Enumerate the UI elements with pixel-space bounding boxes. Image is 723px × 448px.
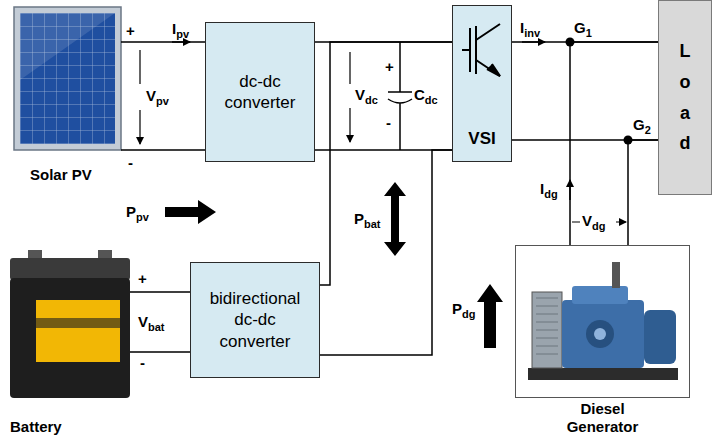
terminal-sign: - <box>386 114 391 131</box>
terminal-sign: + <box>385 58 394 75</box>
subscript: bat <box>148 321 165 333</box>
subscript: pv <box>176 28 189 40</box>
voltage-label: Vdg <box>582 212 605 229</box>
terminal-sign: - <box>140 354 145 371</box>
wire-segment <box>570 42 658 245</box>
terminal-sign: + <box>126 22 135 39</box>
pdg-power-arrow <box>477 284 503 348</box>
node-name: G2 <box>633 116 651 133</box>
pbat-power-arrow <box>384 182 406 256</box>
subscript: inv <box>524 27 540 39</box>
node-fill <box>452 5 512 162</box>
current-label: Ipv <box>172 20 189 37</box>
subscript: dc <box>425 94 438 106</box>
component-name: Solar PV <box>30 166 92 183</box>
subscript: dg <box>592 220 605 232</box>
node-label: Load <box>676 36 694 158</box>
wire-segment <box>628 140 658 245</box>
subscript: 1 <box>586 27 592 39</box>
node-fill <box>658 0 712 195</box>
power-label: Ppv <box>126 203 149 220</box>
component-name: Battery <box>10 418 62 435</box>
pv-wire <box>121 42 205 150</box>
ipv-arrow <box>172 41 190 43</box>
terminal-sign: - <box>128 154 133 171</box>
voltage-label: Vbat <box>138 313 165 330</box>
component-name: Cdc <box>414 86 438 103</box>
inverter-box: VSI <box>452 5 512 162</box>
node-caption: Diesel Generator <box>551 400 654 436</box>
power-wire <box>315 42 452 150</box>
power-label: Pdg <box>452 300 475 317</box>
generator-box: Diesel Generator <box>515 245 690 398</box>
vdc-arrow <box>349 52 350 142</box>
load-box: Load <box>658 0 712 195</box>
solar-panel <box>14 7 121 150</box>
node-label: bidirectional dc-dc converter <box>197 288 313 352</box>
vpv-arrow <box>139 50 140 144</box>
subscript: 2 <box>645 124 651 136</box>
node-fill <box>205 22 315 162</box>
subscript: dg <box>462 308 475 320</box>
node-name: G1 <box>574 19 592 36</box>
node-label: VSI <box>468 129 495 155</box>
power-wire <box>320 42 452 355</box>
subscript: pv <box>136 211 149 223</box>
power-wire <box>512 42 658 140</box>
battery-wire <box>130 292 190 352</box>
igbt-symbol <box>462 24 500 76</box>
power-label: Pbat <box>354 210 381 227</box>
ppv-power-arrow <box>165 200 216 224</box>
subscript: dg <box>544 188 557 200</box>
voltage-label: Vdc <box>355 86 378 103</box>
power-wire <box>570 42 658 245</box>
current-label: Iinv <box>520 19 540 36</box>
node-label: dc-dc converter <box>212 71 308 114</box>
battery <box>10 250 130 398</box>
converter-box: bidirectional dc-dc converter <box>190 262 320 378</box>
node-fill <box>515 245 690 398</box>
current-label: Idg <box>540 180 558 197</box>
node-fill <box>190 262 320 378</box>
subscript: bat <box>364 218 381 230</box>
voltage-label: Vpv <box>146 87 169 104</box>
terminal-sign: + <box>138 270 147 287</box>
diesel-generator <box>528 262 678 380</box>
converter-box: dc-dc converter <box>205 22 315 162</box>
subscript: pv <box>156 95 169 107</box>
wire-segment <box>320 150 452 355</box>
subscript: dc <box>365 94 378 106</box>
